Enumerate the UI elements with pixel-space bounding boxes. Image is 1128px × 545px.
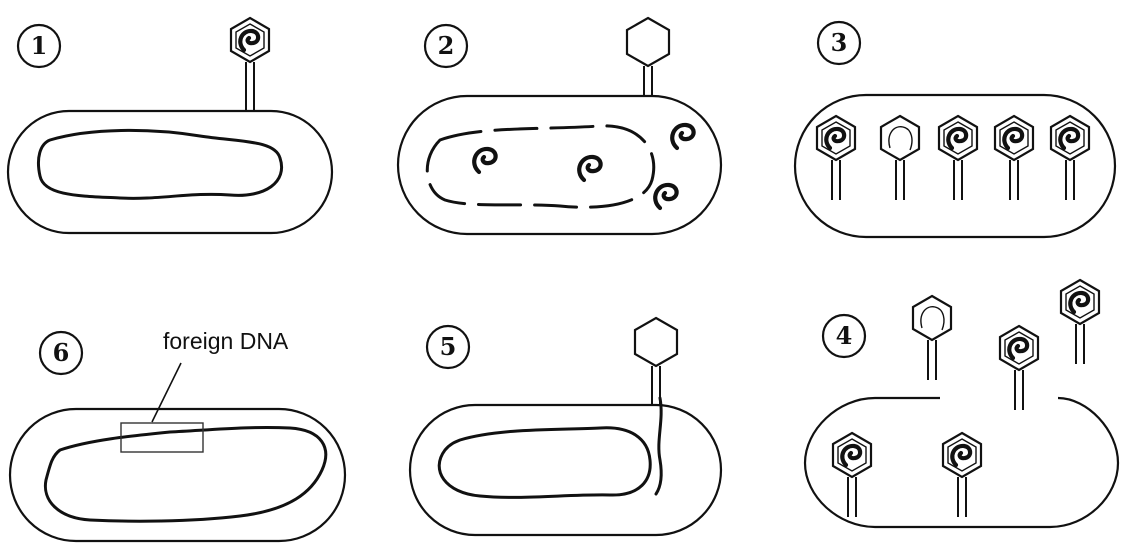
step-5-number: 5	[440, 332, 457, 361]
step-4-panel: 4	[803, 280, 1120, 529]
empty-phage-head	[625, 16, 671, 68]
released-phage	[911, 294, 953, 382]
step-3-panel: 3	[793, 20, 1117, 239]
new-phage	[879, 114, 921, 202]
bacterial-chromosome	[36, 128, 283, 200]
lysed-cell	[803, 396, 1120, 529]
phage-dna-copy	[474, 149, 495, 172]
foreign-dna-pointer	[151, 362, 182, 423]
foreign-dna-label: foreign DNA	[163, 328, 289, 354]
phage-dna-copy	[672, 125, 693, 148]
new-phage	[817, 116, 855, 200]
phage-dna-copy	[579, 157, 600, 180]
empty-phage-head	[633, 316, 679, 368]
injected-phage-dna	[654, 396, 663, 496]
phage-dna-copy	[655, 185, 676, 208]
bacterial-cell	[8, 407, 347, 543]
step-6-number: 6	[53, 338, 70, 367]
fragmented-chromosome	[425, 124, 656, 209]
released-phage	[1061, 280, 1099, 364]
step-1-number: 1	[31, 31, 48, 60]
step-5-badge	[425, 324, 471, 370]
step-2-badge	[423, 23, 469, 69]
step-6-badge	[38, 330, 84, 376]
step-3-number: 3	[831, 28, 848, 57]
bacterial-cell	[408, 403, 723, 537]
step-1-panel: 1	[6, 18, 334, 235]
step-6-panel: 6 foreign DNA	[8, 328, 347, 543]
new-phage	[995, 116, 1033, 200]
phage-inside	[943, 433, 981, 517]
step-4-badge	[821, 313, 867, 359]
new-phage	[939, 116, 977, 200]
step-3-badge	[816, 20, 862, 66]
new-phage	[1051, 116, 1089, 200]
bacterial-chromosome	[437, 426, 652, 499]
phage-inside	[833, 433, 871, 517]
attached-phage	[231, 18, 269, 102]
bacterial-cell	[793, 93, 1117, 239]
step-5-panel: 5	[408, 316, 723, 537]
step-4-number: 4	[836, 321, 853, 350]
bacterial-cell	[6, 109, 334, 235]
foreign-dna-box	[120, 422, 204, 453]
step-2-number: 2	[438, 31, 455, 60]
step-1-badge	[16, 23, 62, 69]
bacterial-cell	[396, 94, 723, 236]
step-2-panel: 2	[396, 16, 723, 236]
bacterial-chromosome	[43, 425, 328, 523]
released-phage	[1000, 326, 1038, 410]
